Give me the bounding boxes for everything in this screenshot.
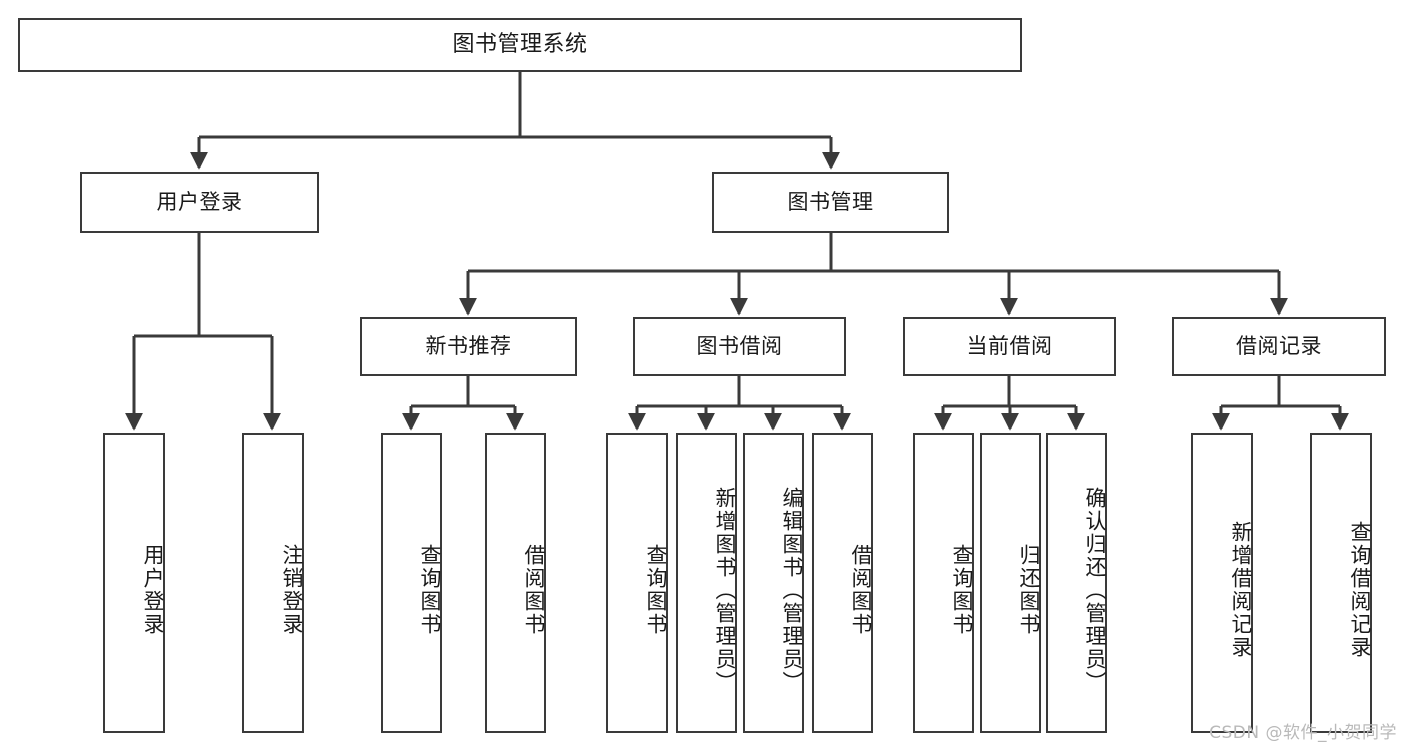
- leaf-label: 用户登录: [141, 544, 165, 636]
- node-book-manage[interactable]: 图书管理: [712, 172, 949, 233]
- leaf-label: 新增借阅记录: [1229, 521, 1253, 659]
- leaf-book-borrow-edit[interactable]: 编辑图书（管理员）: [743, 433, 804, 733]
- node-current-borrow[interactable]: 当前借阅: [903, 317, 1116, 376]
- node-root-label: 图书管理系统: [452, 32, 588, 58]
- leaf-borrow-record-query[interactable]: 查询借阅记录: [1310, 433, 1372, 733]
- node-book-borrow[interactable]: 图书借阅: [633, 317, 846, 376]
- leaf-current-borrow-return[interactable]: 归还图书: [980, 433, 1041, 733]
- leaf-new-book-borrow[interactable]: 借阅图书: [485, 433, 546, 733]
- leaf-label: 查询图书: [418, 544, 442, 636]
- leaf-label: 归还图书: [1017, 544, 1041, 636]
- leaf-label: 查询图书: [950, 544, 974, 636]
- leaf-user-login-logout[interactable]: 注销登录: [242, 433, 304, 733]
- watermark: CSDN @软件_小贺同学: [1209, 723, 1397, 743]
- leaf-new-book-query[interactable]: 查询图书: [381, 433, 442, 733]
- leaf-label: 查询图书: [644, 544, 668, 636]
- node-root[interactable]: 图书管理系统: [18, 18, 1022, 72]
- leaf-label: 注销登录: [280, 544, 304, 636]
- node-book-borrow-label: 图书借阅: [696, 334, 783, 359]
- leaf-borrow-record-add[interactable]: 新增借阅记录: [1191, 433, 1253, 733]
- leaf-label: 确认归还（管理员）: [1083, 486, 1107, 694]
- leaf-current-borrow-confirm[interactable]: 确认归还（管理员）: [1046, 433, 1107, 733]
- leaf-label: 新增图书（管理员）: [713, 486, 737, 694]
- node-user-login[interactable]: 用户登录: [80, 172, 319, 233]
- leaf-label: 借阅图书: [522, 544, 546, 636]
- leaf-user-login-login[interactable]: 用户登录: [103, 433, 165, 733]
- node-new-book-recommend[interactable]: 新书推荐: [360, 317, 577, 376]
- leaf-current-borrow-query[interactable]: 查询图书: [913, 433, 974, 733]
- leaf-book-borrow-query[interactable]: 查询图书: [606, 433, 668, 733]
- leaf-label: 借阅图书: [849, 544, 873, 636]
- node-new-book-recommend-label: 新书推荐: [425, 334, 512, 359]
- leaf-label: 编辑图书（管理员）: [780, 486, 804, 694]
- node-borrow-record[interactable]: 借阅记录: [1172, 317, 1386, 376]
- node-current-borrow-label: 当前借阅: [966, 334, 1053, 359]
- node-user-login-label: 用户登录: [156, 190, 243, 215]
- node-borrow-record-label: 借阅记录: [1236, 334, 1322, 359]
- leaf-book-borrow-add[interactable]: 新增图书（管理员）: [676, 433, 737, 733]
- node-book-manage-label: 图书管理: [787, 190, 874, 215]
- leaf-book-borrow-borrow[interactable]: 借阅图书: [812, 433, 873, 733]
- leaf-label: 查询借阅记录: [1348, 521, 1372, 659]
